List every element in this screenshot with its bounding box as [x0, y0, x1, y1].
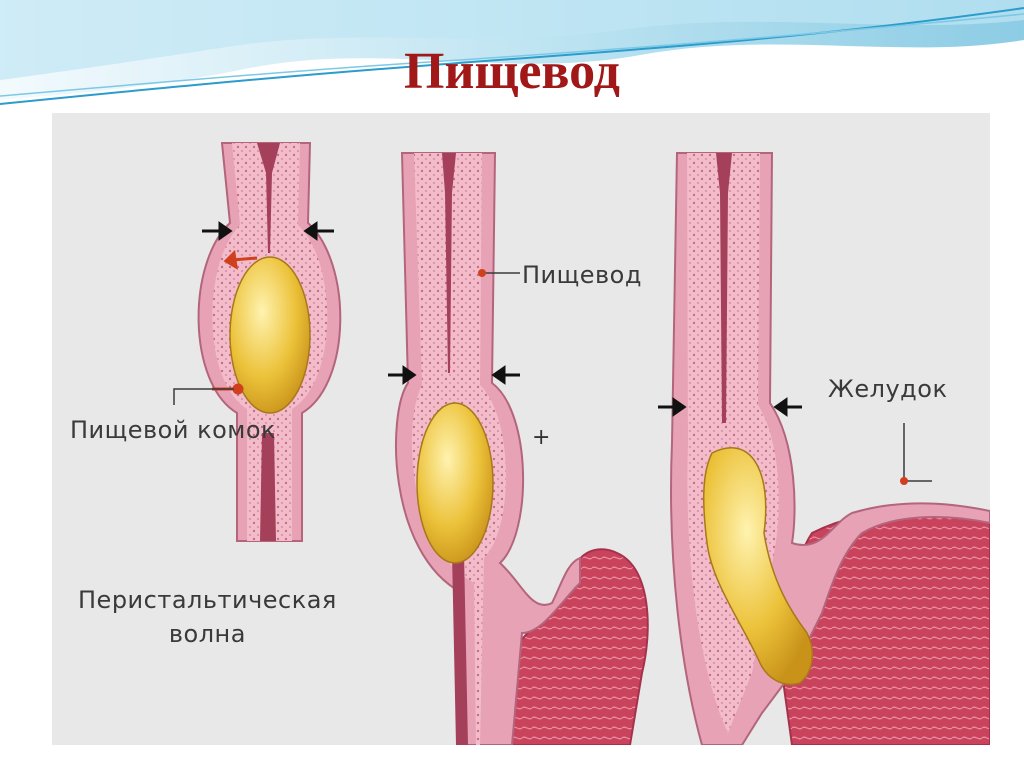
constriction-arrow-icon: [494, 368, 520, 382]
label-esophagus: Пищевод: [522, 261, 642, 289]
page-title: Пищевод: [0, 42, 1024, 101]
label-peristaltic-wave: Перистальтическая волна: [78, 583, 337, 651]
pointer-dot-icon: [478, 269, 486, 277]
esophagus-stage-2: [396, 153, 648, 745]
esophagus-peristalsis-figure: Пищевой комок Пищевод Желудок Перистальт…: [52, 113, 990, 745]
label-plus-sign: +: [532, 425, 550, 450]
esophagus-stage-1: [199, 143, 341, 541]
label-stomach: Желудок: [828, 375, 947, 403]
pointer-dot-icon: [900, 477, 908, 485]
constriction-arrow-icon: [776, 400, 802, 414]
esophagus-stage-3: [671, 153, 990, 745]
label-bolus: Пищевой комок: [70, 416, 276, 444]
